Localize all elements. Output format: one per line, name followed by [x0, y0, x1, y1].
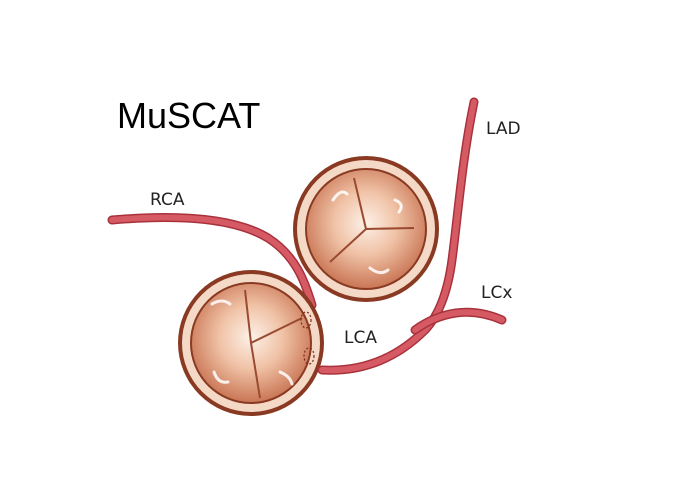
lca-label: LCA	[344, 328, 377, 348]
lower-aortic-valve-icon	[178, 270, 324, 416]
rca-label: RCA	[150, 190, 185, 210]
left-coronary-artery	[317, 97, 507, 375]
lcx-label: LCx	[481, 283, 513, 303]
lad-label: LAD	[486, 119, 521, 139]
upper-aortic-valve-icon	[293, 156, 439, 302]
rca-artery	[107, 212, 317, 310]
diagram-title: MuSCAT	[117, 95, 261, 136]
